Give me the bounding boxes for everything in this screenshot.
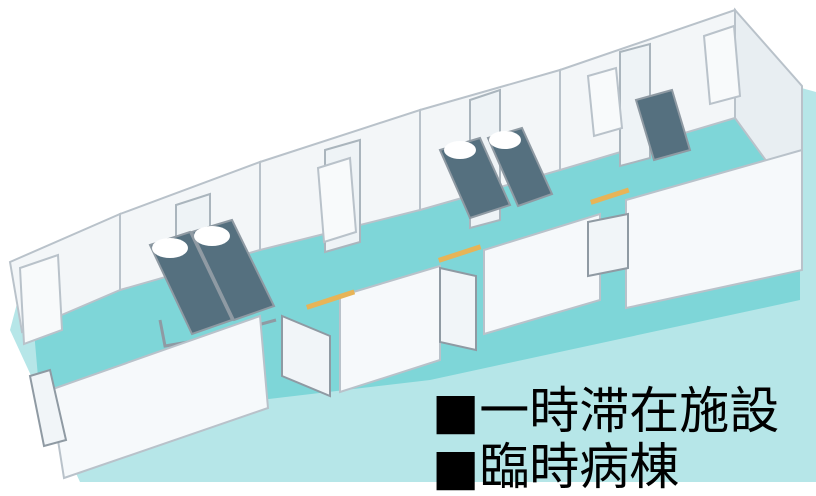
bed-group-1	[148, 218, 277, 348]
caption-temporary-ward: ■臨時病棟	[432, 438, 680, 496]
front-wall	[48, 148, 803, 480]
bed-group-2	[438, 126, 554, 220]
modular-room-illustration	[8, 7, 816, 482]
bed-group-3	[634, 88, 692, 162]
door-signs	[306, 187, 630, 310]
caption-temporary-stay-facility: ■一時滞在施設	[432, 382, 780, 440]
cabinets	[18, 24, 742, 346]
doors	[28, 212, 629, 448]
